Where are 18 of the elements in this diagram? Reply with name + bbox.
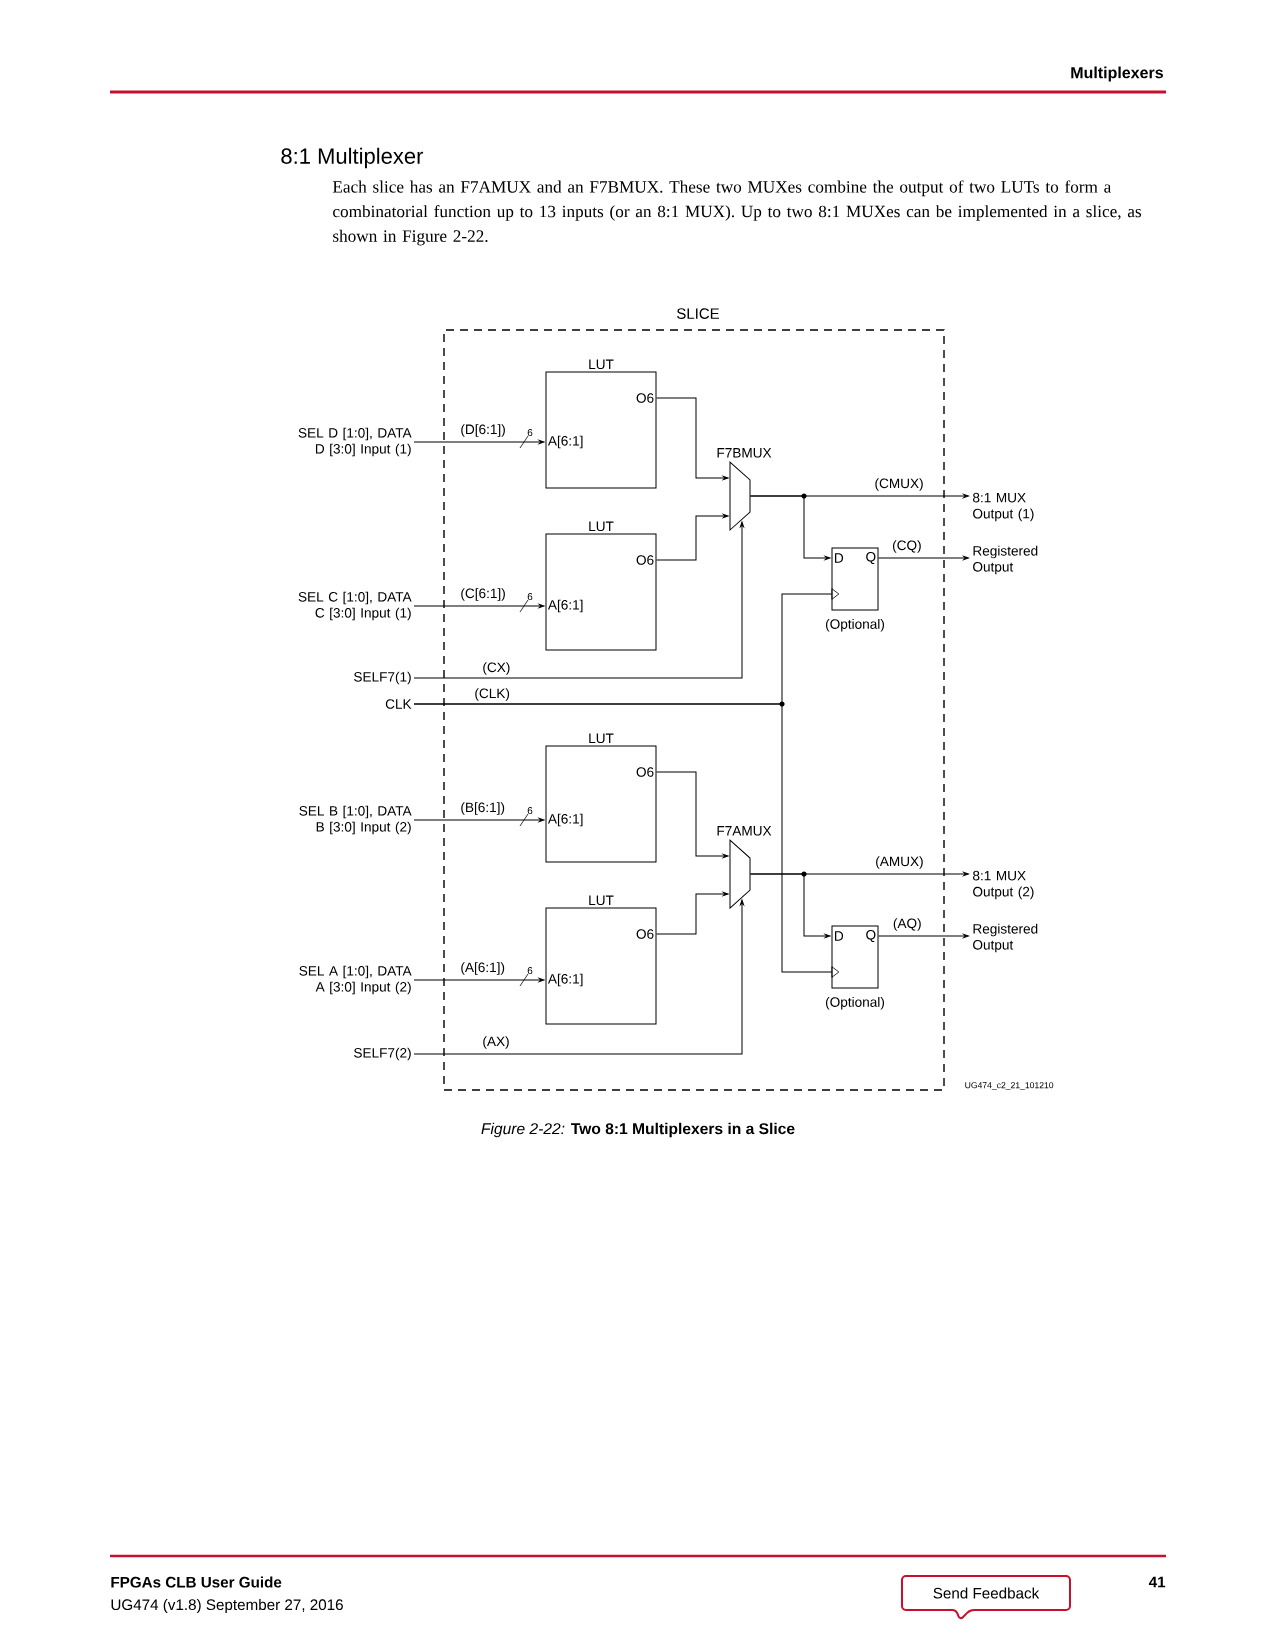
connector bbox=[413, 440, 545, 444]
connector bbox=[413, 521, 744, 679]
connector bbox=[413, 703, 840, 978]
connector bbox=[878, 556, 969, 560]
section-heading: 8:1 Multiplexer bbox=[281, 147, 424, 169]
connector bbox=[413, 604, 545, 608]
connector bbox=[878, 934, 969, 938]
paragraph: Each slice has an F7AMUX and an F7BMUX. These two MUXes combine the output of two LUTs to form a combinatorial function up to 13 inputs (or an 8:1 MUX). Up to two 8:1 MUXes can be implemented in a slice, as shown in Figure 2-22. bbox=[332, 180, 1141, 246]
connector bbox=[749, 873, 831, 938]
connector bbox=[413, 818, 545, 822]
connector bbox=[656, 892, 729, 935]
page-header: Multiplexers bbox=[1071, 66, 1163, 82]
connector bbox=[413, 978, 545, 982]
connector bbox=[656, 514, 729, 561]
connector bbox=[656, 397, 729, 480]
connector bbox=[413, 899, 744, 1055]
connector bbox=[656, 771, 729, 858]
connector bbox=[749, 495, 831, 560]
